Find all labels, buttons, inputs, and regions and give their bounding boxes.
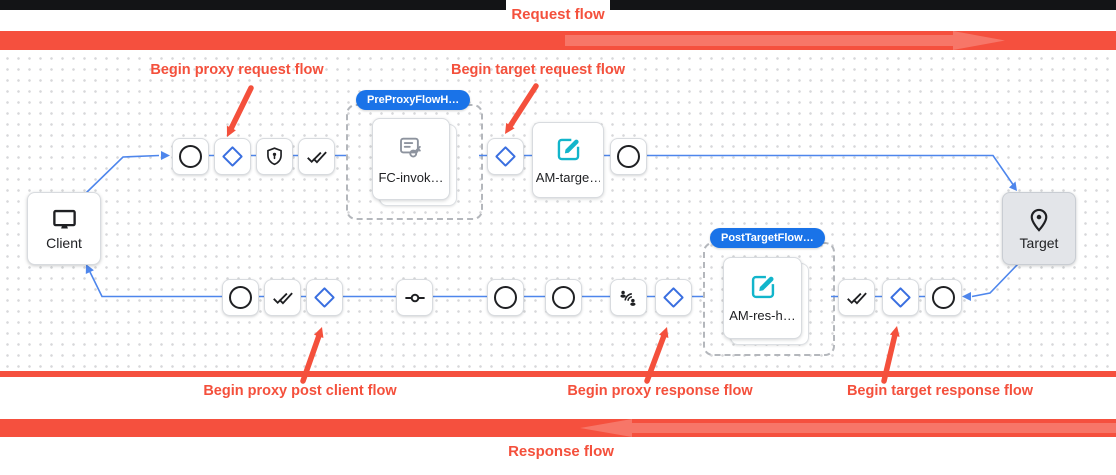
diamond-icon [889, 286, 912, 309]
request-flow-label: Request flow [511, 6, 605, 23]
flow-canvas [0, 50, 1116, 371]
pre-proxy-flow-hook-badge[interactable]: PreProxyFlowH… [356, 90, 471, 110]
diamond-icon [662, 286, 685, 309]
commit-icon [404, 293, 425, 302]
response-flow-label-box: Response flow [503, 441, 619, 463]
done-all-icon [273, 292, 293, 305]
edit-square-icon [751, 275, 774, 299]
flow-callout-icon [400, 137, 421, 158]
flow-step-circle[interactable] [545, 279, 582, 316]
flow-step-diamond-proxy-response[interactable] [655, 279, 692, 316]
flow-step-circle[interactable] [222, 279, 259, 316]
flow-step-doneall[interactable] [838, 279, 875, 316]
connect-icon [620, 290, 636, 306]
circle-icon [617, 145, 640, 168]
flow-step-shield[interactable] [256, 138, 293, 175]
target-label: Target [1019, 234, 1059, 251]
monitor-icon [52, 209, 76, 229]
annotation-begin-proxy-response-flow: Begin proxy response flow [567, 383, 753, 399]
request-flow-label-box: Request flow [506, 0, 610, 30]
flow-step-diamond-target-response[interactable] [882, 279, 919, 316]
policy-card-am-target[interactable]: AM-targe… [532, 122, 604, 198]
response-flow-label: Response flow [508, 443, 614, 460]
policy-label: FC-invok… [378, 170, 444, 185]
flow-step-connect[interactable] [610, 279, 647, 316]
circle-icon [494, 286, 517, 309]
policy-label: AM-res-h… [729, 308, 796, 323]
circle-icon [932, 286, 955, 309]
diamond-icon [221, 145, 244, 168]
client-node[interactable]: Client [27, 192, 101, 265]
annotation-begin-target-response-flow: Begin target response flow [846, 383, 1034, 399]
policy-card-fc-invoke[interactable]: FC-invok… [372, 118, 450, 200]
diamond-icon [494, 145, 517, 168]
flow-step-diamond-proxy-request[interactable] [214, 138, 251, 175]
circle-icon [552, 286, 575, 309]
flow-step-commit[interactable] [396, 279, 433, 316]
response-flow-bar [0, 419, 1116, 437]
edit-square-icon [557, 138, 579, 160]
shield-lock-icon [267, 147, 282, 166]
canvas-bottom-line [0, 371, 1116, 377]
flow-step-doneall[interactable] [264, 279, 301, 316]
flow-step-circle[interactable] [172, 138, 209, 175]
annotation-begin-proxy-request-flow: Begin proxy request flow [150, 62, 324, 78]
flow-step-diamond-target-request[interactable] [487, 138, 524, 175]
flow-step-diamond-post-client[interactable] [306, 279, 343, 316]
policy-label: AM-targe… [535, 169, 601, 185]
flow-step-circle[interactable] [487, 279, 524, 316]
response-flow-arrow-left [580, 419, 1116, 437]
diamond-icon [313, 286, 336, 309]
pre-proxy-flow-hook-group: PreProxyFlowH… FC-invok… [346, 90, 483, 220]
post-target-flow-hook-badge[interactable]: PostTargetFlow… [710, 228, 825, 248]
annotation-begin-proxy-post-client-flow: Begin proxy post client flow [203, 383, 397, 399]
post-target-flow-hook-group: PostTargetFlow… AM-res-h… [703, 228, 835, 356]
policy-card-am-res[interactable]: AM-res-h… [723, 257, 802, 339]
place-pin-icon [1030, 208, 1048, 232]
flow-step-circle[interactable] [925, 279, 962, 316]
request-flow-arrow-right [565, 31, 1005, 50]
target-node[interactable]: Target [1002, 192, 1076, 265]
client-label: Client [46, 235, 82, 251]
done-all-icon [307, 151, 327, 164]
request-flow-bar [0, 31, 1116, 50]
done-all-icon [847, 292, 867, 305]
flow-step-circle[interactable] [610, 138, 647, 175]
circle-icon [179, 145, 202, 168]
circle-icon [229, 286, 252, 309]
annotation-begin-target-request-flow: Begin target request flow [450, 62, 626, 78]
flow-step-doneall[interactable] [298, 138, 335, 175]
